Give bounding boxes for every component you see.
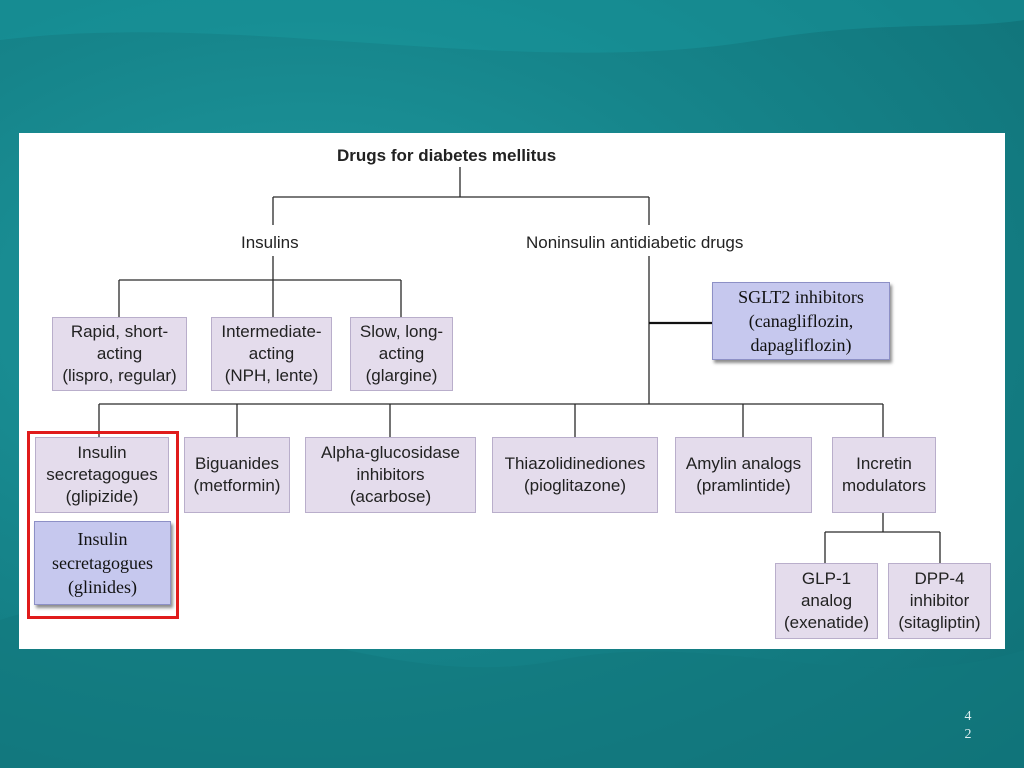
secretagogues-highlight-box: [27, 431, 179, 619]
rapid-acting-insulin-text: Rapid, short- acting (lispro, regular): [62, 322, 177, 385]
diagram-panel: Drugs for diabetes mellitus Insulins Non…: [19, 133, 1005, 649]
glinides-text: Insulin secretagogues (glinides): [52, 529, 153, 597]
biguanides-text: Biguanides (metformin): [193, 454, 281, 495]
sglt2-inhibitors-text: SGLT2 inhibitors (canagliflozin, dapagli…: [738, 287, 864, 355]
sglt2-inhibitors-callout: SGLT2 inhibitors (canagliflozin, dapagli…: [712, 282, 890, 360]
glp1-analog-text: GLP-1 analog (exenatide): [783, 569, 870, 632]
insulin-secretagogues-box: Insulin secretagogues (glipizide): [35, 437, 169, 513]
noninsulin-heading: Noninsulin antidiabetic drugs: [526, 233, 744, 252]
slide-page-number: 4 2: [964, 709, 972, 742]
biguanides-box: Biguanides (metformin): [184, 437, 290, 513]
amylin-analogs-text: Amylin analogs (pramlintide): [685, 454, 802, 495]
rapid-acting-insulin-box: Rapid, short- acting (lispro, regular): [52, 317, 187, 391]
intermediate-acting-insulin-text: Intermediate- acting (NPH, lente): [221, 322, 322, 385]
slow-acting-insulin-text: Slow, long- acting (glargine): [359, 322, 444, 385]
intermediate-acting-insulin-box: Intermediate- acting (NPH, lente): [211, 317, 332, 391]
amylin-analogs-box: Amylin analogs (pramlintide): [675, 437, 812, 513]
glinides-callout: Insulin secretagogues (glinides): [34, 521, 171, 605]
dpp4-inhibitor-box: DPP-4 inhibitor (sitagliptin): [888, 563, 991, 639]
insulins-heading: Insulins: [241, 233, 299, 252]
incretin-modulators-box: Incretin modulators: [832, 437, 936, 513]
dpp4-inhibitor-text: DPP-4 inhibitor (sitagliptin): [898, 569, 981, 632]
diagram-title: Drugs for diabetes mellitus: [337, 146, 557, 165]
thiazolidinediones-box: Thiazolidinediones (pioglitazone): [492, 437, 658, 513]
thiazolidinediones-text: Thiazolidinediones (pioglitazone): [504, 454, 646, 495]
slow-acting-insulin-box: Slow, long- acting (glargine): [350, 317, 453, 391]
glp1-analog-box: GLP-1 analog (exenatide): [775, 563, 878, 639]
incretin-modulators-text: Incretin modulators: [841, 454, 927, 495]
connector-lines: [98, 167, 941, 563]
insulin-secretagogues-text: Insulin secretagogues (glipizide): [46, 443, 158, 506]
alpha-glucosidase-inhibitors-box: Alpha-glucosidase inhibitors (acarbose): [305, 437, 476, 513]
alpha-glucosidase-inhibitors-text: Alpha-glucosidase inhibitors (acarbose): [321, 443, 460, 506]
